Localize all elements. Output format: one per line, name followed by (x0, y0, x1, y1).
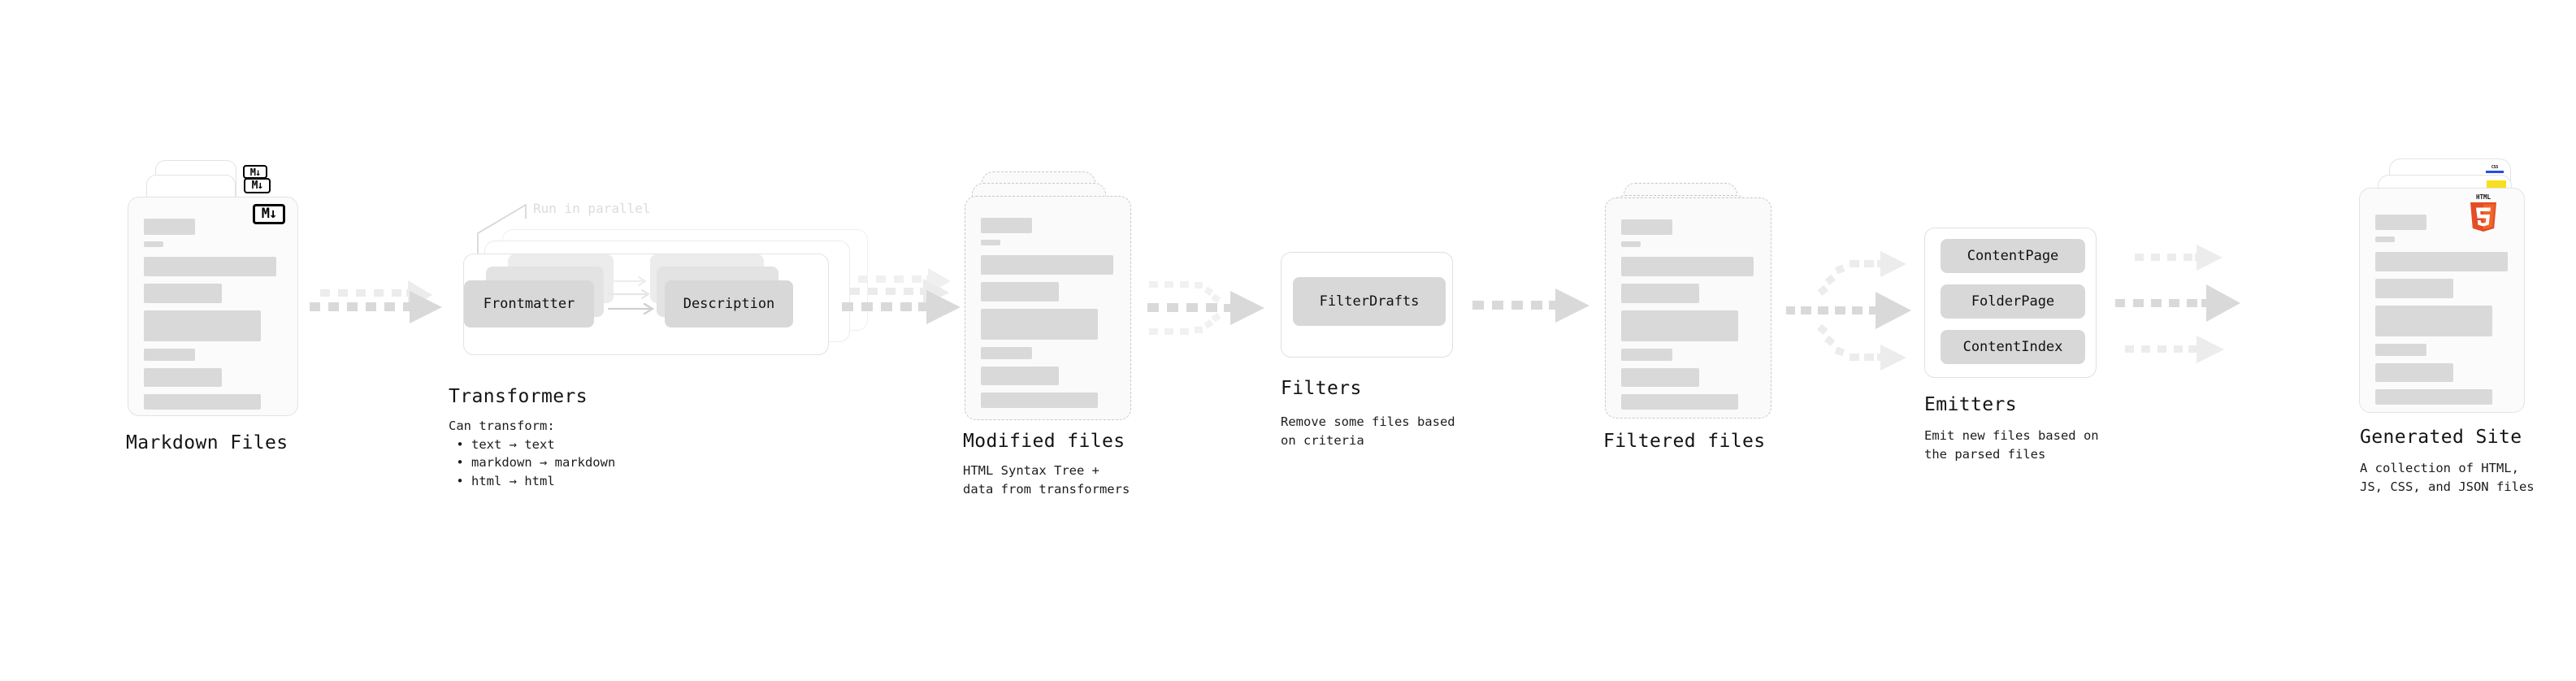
html5-icon: HTML (2470, 193, 2496, 232)
arrow-modified-to-filters (1147, 281, 1264, 335)
emitter-chip-contentindex[interactable]: ContentIndex (1941, 330, 2085, 364)
stage-title-emitters: Emitters (1924, 394, 2017, 415)
stage-subtitle-modified-files: HTML Syntax Tree + data from transformer… (963, 463, 1130, 497)
stage-subtitle-emitters: Emit new files based on the parsed files (1924, 428, 2099, 462)
emitter-chip-folderpage[interactable]: FolderPage (1941, 284, 2085, 319)
stage-subtitle-filters: Remove some files based on criteria (1281, 414, 1455, 448)
arrow-filters-to-filtered (1472, 288, 1589, 323)
arrow-emitters-to-site (2115, 245, 2240, 363)
run-in-parallel-label: Run in parallel (533, 201, 651, 216)
markdown-badge-back-2: M↓ (243, 165, 267, 179)
stage-title-transformers: Transformers (449, 386, 588, 407)
arrow-transformers-to-modified (842, 268, 961, 324)
markdown-badge-back-1: M↓ (244, 178, 271, 193)
filtered-card-bars (1621, 219, 1758, 410)
modified-card-front (965, 196, 1131, 420)
emitter-chip-contentpage[interactable]: ContentPage (1941, 239, 2085, 273)
transformer-chip-description[interactable]: Description (665, 280, 793, 327)
arrow-filtered-to-emitters (1786, 251, 1911, 371)
modified-card-bars (981, 218, 1117, 408)
site-card-bars (2375, 215, 2511, 405)
stage-subtitle-generated-site: A collection of HTML, JS, CSS, and JSON … (2360, 461, 2535, 494)
css-badge: CSS (2486, 166, 2504, 176)
run-in-parallel-bracket (477, 203, 527, 259)
svg-text:HTML: HTML (2476, 193, 2491, 201)
site-card-front (2359, 188, 2525, 413)
css-badge-label: CSS (2491, 165, 2499, 170)
markdown-badge: M↓ (253, 204, 285, 224)
stage-title-filters: Filters (1281, 378, 1362, 399)
markdown-card-front (128, 197, 298, 416)
stage-title-modified-files: Modified files (963, 431, 1125, 452)
transformer-chip-frontmatter[interactable]: Frontmatter (464, 280, 594, 327)
transformer-inner-arrows (608, 275, 655, 315)
filter-chip-filterdrafts[interactable]: FilterDrafts (1293, 277, 1446, 326)
stage-title-filtered-files: Filtered files (1603, 431, 1766, 452)
filtered-card-front (1605, 197, 1772, 419)
stage-title-generated-site: Generated Site (2360, 427, 2522, 448)
stage-subtitle-transformers: Can transform: • text → text • markdown … (449, 419, 616, 488)
css-badge-bar (2486, 171, 2504, 173)
arrow-markdown-to-transformers (310, 280, 442, 323)
markdown-card-bars (144, 219, 284, 410)
stage-title-markdown-files: Markdown Files (126, 432, 288, 453)
